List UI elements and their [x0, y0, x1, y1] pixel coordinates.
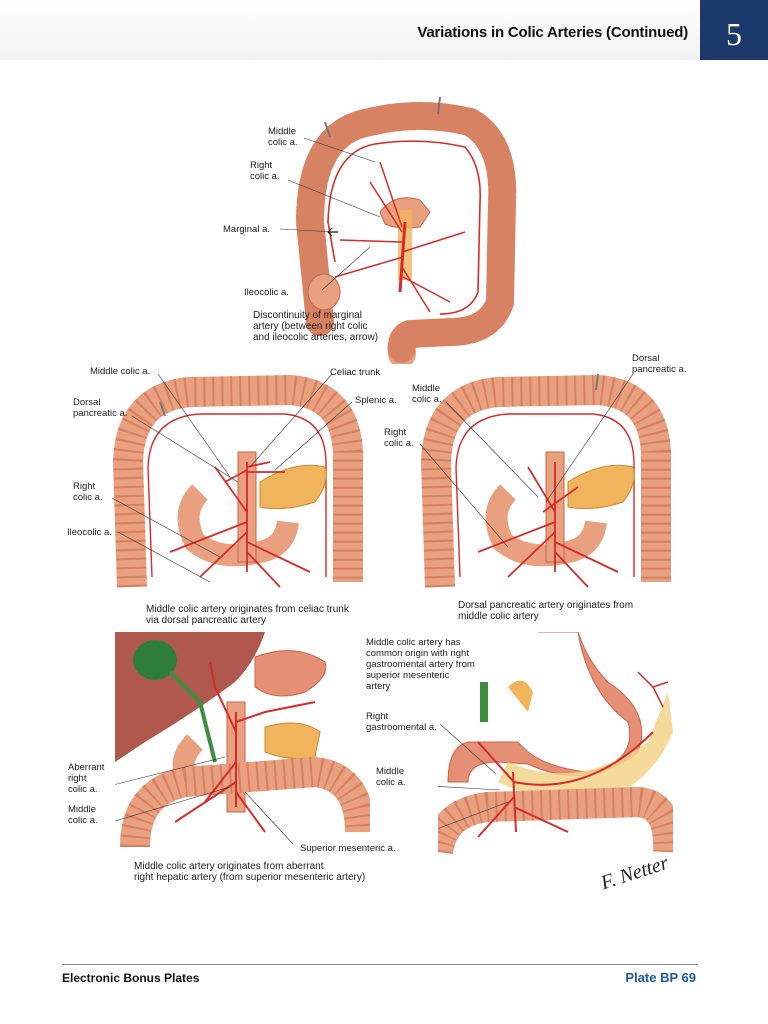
- figure-common-origin-gastroomental: [438, 632, 673, 855]
- page-header: [0, 0, 768, 60]
- label-ileocolic: Ileocolic a.: [67, 527, 112, 538]
- greater-omentum: [498, 692, 673, 802]
- caption-top: Discontinuity of marginal artery (betwee…: [253, 310, 379, 343]
- label-middle-colic: Middle colic a.: [68, 804, 98, 826]
- plate-number: Plate BP 69: [625, 970, 696, 985]
- caption-bottom-left: Middle colic artery originates from aber…: [134, 861, 366, 883]
- footer-section-title: Electronic Bonus Plates: [62, 971, 200, 985]
- pancreas: [264, 722, 321, 760]
- label-common-origin: Middle colic artery has common origin wi…: [366, 637, 475, 692]
- colon: [438, 786, 673, 855]
- figure-dorsal-pancreatic-from-middle-colic: [419, 373, 671, 588]
- label-ileocolic: Ileocolic a.: [244, 287, 289, 298]
- marginal-artery: [455, 413, 635, 578]
- footer-divider: [62, 964, 698, 965]
- pancreas: [259, 464, 327, 510]
- label-middle-colic: Middle colic a.: [376, 766, 406, 788]
- label-dorsal-pancreatic: Dorsal pancreatic a.: [73, 397, 128, 419]
- marginal-artery: [147, 413, 327, 578]
- gallbladder: [133, 640, 177, 680]
- label-aberrant-right-colic: Aberrant right colic a.: [68, 762, 105, 795]
- label-right-gastroomental: Right gastroomental a.: [366, 711, 437, 733]
- label-middle-colic: Middle colic a.: [90, 366, 151, 377]
- label-superior-mesenteric: Superior mesenteric a.: [300, 843, 396, 854]
- colon: [120, 756, 370, 848]
- figure-marginal-discontinuity: [280, 96, 517, 364]
- chapter-number-badge: 5: [700, 0, 768, 60]
- label-marginal: Marginal a.: [223, 224, 270, 235]
- marginal-artery: [327, 140, 482, 315]
- stomach: [447, 632, 643, 783]
- label-right-colic: Right colic a.: [73, 481, 103, 503]
- label-dorsal-pancreatic: Dorsal pancreatic a.: [632, 353, 687, 375]
- stomach: [254, 650, 327, 697]
- label-right-colic: Right colic a.: [250, 160, 280, 182]
- pancreas: [567, 464, 635, 510]
- caption-mid-right: Dorsal pancreatic artery originates from…: [458, 600, 634, 622]
- label-splenic: Splenic a.: [355, 395, 397, 406]
- page-title: Variations in Colic Arteries (Continued): [417, 24, 688, 41]
- figure-aberrant-right-hepatic: [115, 632, 370, 848]
- label-celiac-trunk: Celiac trunk: [330, 367, 381, 378]
- label-middle-colic: Middle colic a.: [268, 126, 298, 148]
- caption-mid-left: Middle colic artery originates from celi…: [146, 604, 349, 626]
- label-middle-colic: Middle colic a.: [412, 383, 442, 405]
- figure-middle-colic-celiac: [111, 373, 363, 588]
- label-right-colic: Right colic a.: [384, 427, 414, 449]
